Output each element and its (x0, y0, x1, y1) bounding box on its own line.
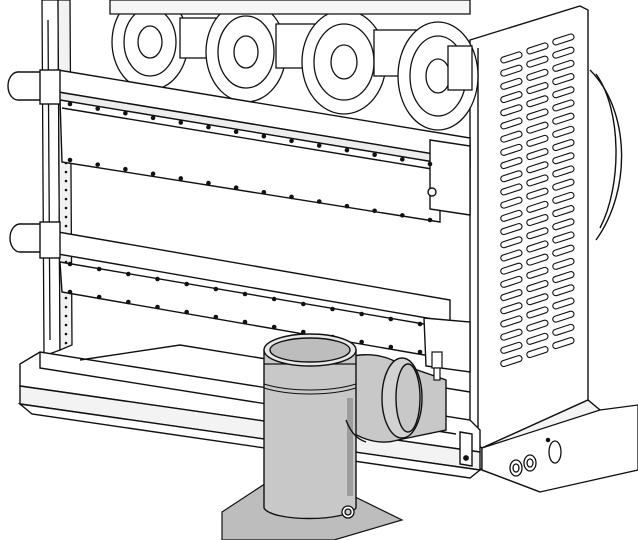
burner-fan-3 (301, 9, 417, 115)
bolt (271, 296, 277, 302)
bolt (206, 180, 211, 186)
bolt (301, 329, 306, 335)
bolt (372, 208, 377, 214)
post-hole (64, 224, 68, 228)
burner-fan-1 (111, 0, 217, 91)
post-hole (64, 179, 68, 183)
condensate-drain (341, 505, 355, 519)
bolt (271, 324, 277, 330)
bolt (233, 129, 239, 134)
bolt (123, 110, 128, 116)
flue-tee (263, 333, 447, 520)
post-hole (64, 197, 68, 201)
post-hole (64, 188, 68, 192)
bolt (126, 299, 131, 305)
burner-fans (109, 0, 479, 131)
post-hole (64, 305, 68, 309)
bolt (150, 171, 156, 177)
bolt (67, 157, 73, 163)
bolt (417, 321, 423, 327)
bolt (178, 176, 184, 181)
bolt (427, 217, 433, 223)
bolt (96, 266, 102, 272)
bolt (184, 281, 189, 287)
post-hole (64, 341, 68, 345)
post-hole (64, 314, 68, 318)
bolt (213, 286, 219, 292)
bolt (359, 311, 364, 317)
post-hole (64, 206, 68, 210)
lower-manifold (9, 221, 471, 373)
burner-fan-2 (205, 1, 317, 103)
bolt (67, 101, 73, 107)
bolt (95, 106, 100, 111)
bolt (96, 294, 102, 300)
bolt (261, 190, 267, 195)
bolt (150, 115, 156, 121)
upper-manifold (7, 69, 471, 223)
bolt (330, 306, 335, 312)
post-hole (64, 215, 68, 219)
bolt (261, 134, 267, 139)
upper-manifold-bolts (67, 101, 433, 223)
bolt (184, 309, 189, 315)
bolt (242, 291, 248, 297)
bolt (359, 339, 364, 345)
bolt (344, 203, 350, 209)
left-frame-post (41, 0, 73, 357)
bolt (427, 161, 433, 167)
bolt (388, 316, 394, 322)
bolt (316, 143, 322, 148)
bolt (242, 319, 248, 325)
bolt (289, 194, 294, 200)
bolt (67, 289, 73, 295)
bolt (95, 162, 100, 167)
bolt (123, 166, 128, 172)
bolt (67, 261, 73, 267)
bolt (126, 271, 131, 277)
bolt (344, 147, 350, 153)
bolt (178, 120, 184, 125)
connection-ports (509, 437, 562, 477)
bolt (417, 349, 423, 355)
bolt (388, 344, 394, 350)
post-hole (64, 323, 68, 327)
bolt (301, 301, 306, 307)
bolt (289, 138, 294, 144)
bolt (213, 314, 219, 320)
burner-fan-4 (397, 21, 479, 131)
bolt (206, 124, 211, 130)
post-hole (64, 332, 68, 336)
drain-fitting (431, 351, 443, 381)
bolt (316, 199, 322, 204)
post-hole (64, 170, 68, 174)
bolt (372, 152, 377, 158)
bolt (155, 276, 160, 282)
bolt (155, 304, 160, 310)
post-hole (64, 296, 68, 300)
bolt (233, 185, 239, 190)
bolt (400, 213, 405, 218)
bolt (400, 157, 405, 162)
